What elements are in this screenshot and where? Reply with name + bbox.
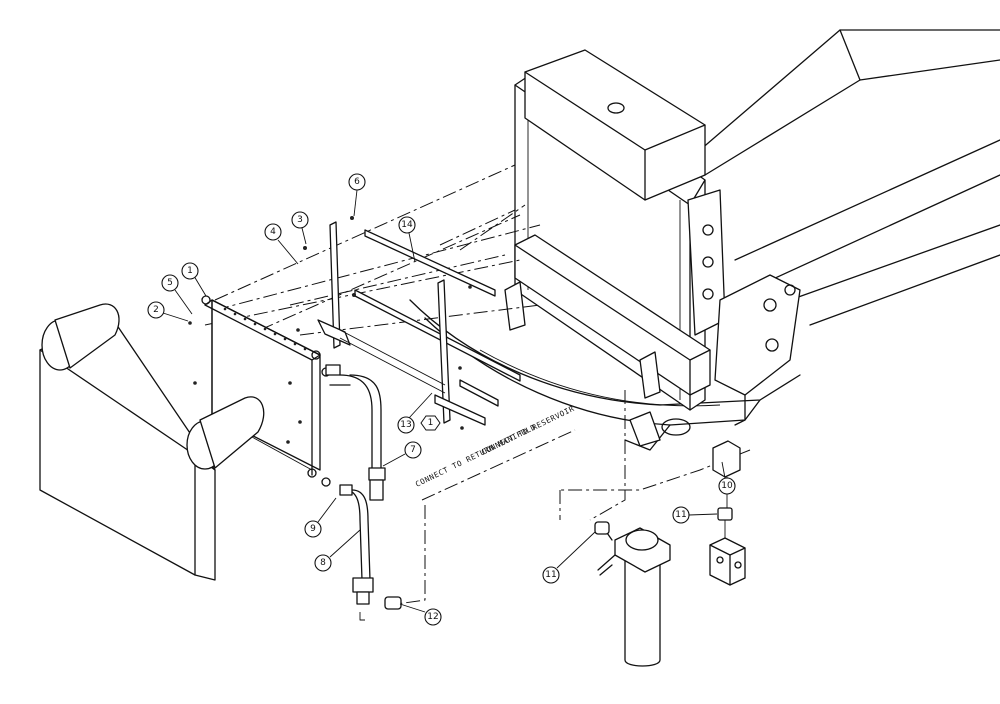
svg-text:12: 12 (427, 612, 438, 622)
valve-block (709, 440, 746, 586)
callout-11b: 11 (542, 566, 560, 584)
note-reservoir: CONNECT TO RESERVOIR (480, 404, 576, 457)
callout-14: 14 (398, 216, 416, 234)
filter-canister (594, 521, 671, 667)
svg-text:11: 11 (545, 570, 556, 580)
svg-text:10: 10 (721, 481, 733, 491)
svg-text:13: 13 (400, 420, 411, 430)
svg-text:7: 7 (410, 445, 416, 455)
connection-notes: CONNECT TO RETURN MANIFOLD CONNECT TO RE… (414, 404, 576, 489)
callout-7: 7 (404, 441, 422, 459)
svg-text:4: 4 (270, 227, 276, 237)
callout-5: 5 (161, 274, 179, 292)
svg-text:2: 2 (153, 305, 159, 315)
callout-hex: 1 (420, 415, 441, 431)
callout-3: 3 (291, 211, 309, 229)
frame-beams (699, 29, 1000, 326)
svg-text:8: 8 (320, 558, 326, 568)
svg-text:9: 9 (310, 524, 316, 534)
callout-6: 6 (348, 173, 366, 191)
bolster-pad (39, 303, 265, 581)
phantom-lines (204, 164, 751, 606)
svg-text:11: 11 (675, 510, 686, 520)
callout-4: 4 (264, 223, 282, 241)
mounting-rails (188, 216, 521, 444)
svg-text:3: 3 (297, 215, 303, 225)
svg-text:6: 6 (354, 177, 360, 187)
callout-1: 1 (181, 262, 199, 280)
svg-text:14: 14 (401, 220, 413, 230)
callout-2: 2 (147, 301, 165, 319)
callout-10: 10 (718, 477, 736, 495)
svg-text:1: 1 (428, 418, 434, 428)
svg-text:1: 1 (187, 266, 193, 276)
callout-12: 12 (424, 608, 442, 626)
callout-balloons: 1 2 3 4 5 6 7 8 (147, 173, 736, 626)
callout-9: 9 (304, 520, 322, 538)
radiator-assembly (504, 49, 801, 447)
svg-text:5: 5 (167, 278, 173, 288)
callout-13: 13 (397, 416, 415, 434)
callout-11a: 11 (672, 506, 690, 524)
hoses-fittings (325, 364, 402, 621)
callout-8: 8 (314, 554, 332, 572)
